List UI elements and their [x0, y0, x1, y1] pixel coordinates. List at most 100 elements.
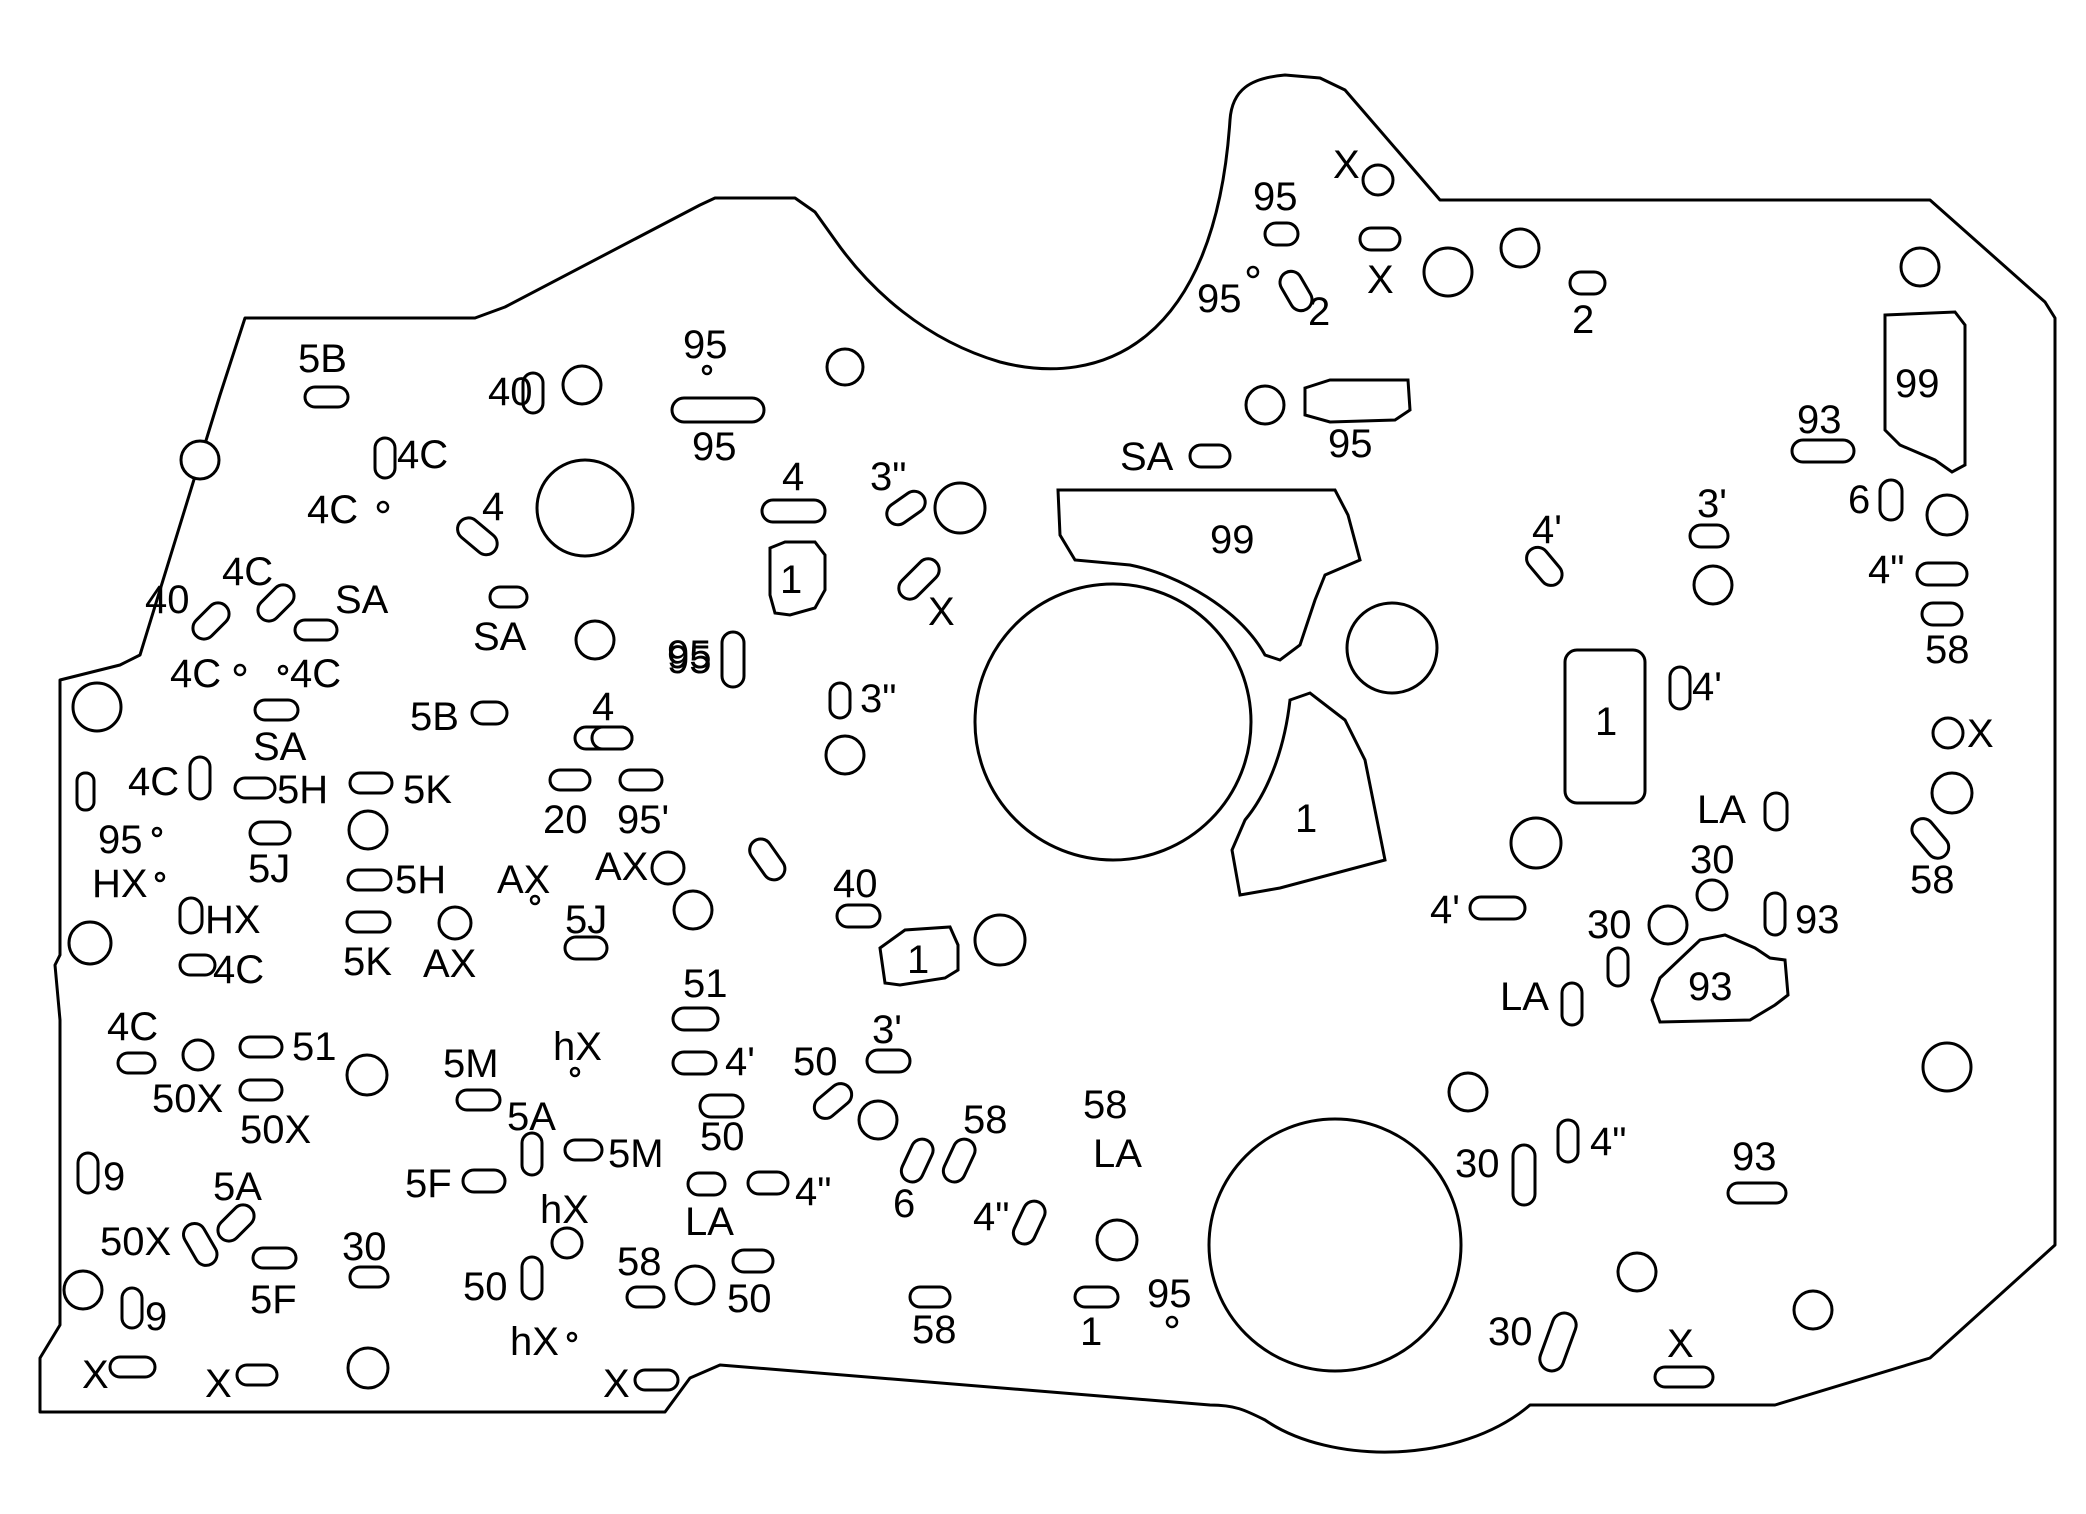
port-label: 5K — [403, 768, 452, 812]
slot — [1763, 791, 1789, 832]
hole — [179, 439, 221, 481]
slot — [618, 768, 664, 792]
port-label: 4C — [397, 433, 448, 477]
slot — [1011, 1199, 1047, 1246]
slot — [238, 1078, 284, 1102]
slot — [248, 820, 292, 846]
slot — [1278, 269, 1314, 313]
port-label: AX — [497, 858, 550, 902]
port-label: 3" — [870, 455, 906, 499]
hole — [347, 809, 389, 851]
slot — [1556, 1118, 1580, 1164]
port-label: 4C — [213, 948, 264, 992]
port-label: 1 — [1295, 797, 1317, 841]
hole — [345, 1053, 389, 1097]
slot — [1560, 981, 1584, 1027]
port-label: 93 — [1732, 1135, 1777, 1179]
slot — [720, 630, 746, 689]
port-label: 4C — [222, 550, 273, 594]
port-label: 5M — [443, 1042, 499, 1086]
port-label: 4 — [782, 455, 804, 499]
port-label: 30 — [1690, 838, 1735, 882]
slot — [373, 436, 397, 480]
slot — [1606, 946, 1630, 988]
port-label: 95 — [1328, 422, 1373, 466]
slot — [1468, 895, 1527, 921]
slot — [835, 903, 882, 929]
port-label: 95 — [683, 323, 728, 367]
port-label: 50 — [727, 1277, 772, 1321]
port-label: 4' — [1430, 888, 1460, 932]
horizontal-slots — [108, 221, 1969, 1392]
port-label: 40 — [488, 370, 533, 414]
port-label: AX — [423, 942, 476, 986]
hole — [1447, 1071, 1489, 1113]
bore-center-right — [1345, 601, 1439, 695]
port-label: 50X — [240, 1108, 311, 1152]
port-label: 50X — [152, 1077, 223, 1121]
slot — [345, 910, 392, 934]
slot — [253, 698, 300, 722]
slot — [1668, 665, 1692, 711]
hole — [437, 905, 473, 941]
slot — [251, 1246, 298, 1270]
hole — [650, 850, 686, 886]
slot — [812, 1082, 854, 1120]
slot — [865, 1048, 912, 1074]
slot — [731, 1248, 775, 1274]
slot — [671, 1006, 720, 1032]
slot — [1920, 601, 1964, 627]
port-label: 3' — [872, 1008, 902, 1052]
port-label: 4' — [1532, 508, 1562, 552]
port-label: 5J — [248, 847, 290, 891]
hole — [1509, 816, 1563, 870]
slot — [238, 1035, 284, 1059]
hole — [1899, 246, 1941, 288]
port-label: X — [205, 1362, 232, 1406]
hole — [1647, 904, 1689, 946]
port-label: hX — [553, 1025, 602, 1069]
slot — [1915, 561, 1969, 587]
slot — [293, 618, 339, 642]
slot — [686, 1171, 727, 1197]
cutout-99-right — [1883, 310, 1967, 474]
slot — [235, 1363, 279, 1387]
port-label: 99 — [1895, 362, 1940, 406]
port-label: 1 — [1595, 700, 1617, 744]
port-label: X — [928, 590, 955, 634]
slot — [178, 896, 204, 935]
port-label: 95 — [98, 818, 143, 862]
port-label: 93 — [1795, 898, 1840, 942]
vertical-slots — [75, 371, 1904, 1330]
port-label: 4C — [170, 652, 221, 696]
port-label: 2 — [1572, 298, 1594, 342]
slot — [178, 953, 217, 977]
slot — [760, 498, 827, 524]
port-label: X — [82, 1353, 109, 1397]
slot — [75, 771, 96, 812]
slot — [470, 700, 509, 726]
hole — [1499, 227, 1541, 269]
slot — [456, 516, 499, 557]
dot — [566, 1331, 578, 1343]
port-label: LA — [1093, 1132, 1142, 1176]
slot — [348, 771, 394, 795]
hole — [1925, 493, 1969, 537]
slot — [116, 1051, 157, 1075]
slot — [256, 583, 296, 623]
port-label: 1 — [780, 558, 802, 602]
round-holes — [62, 163, 1974, 1390]
slot — [1188, 443, 1232, 469]
port-label: X — [1367, 258, 1394, 302]
port-label: LA — [1697, 788, 1746, 832]
port-label: 50 — [463, 1265, 508, 1309]
hole — [973, 913, 1027, 967]
port-label: 5F — [405, 1162, 452, 1206]
port-label: 30 — [1455, 1142, 1500, 1186]
port-label: 1 — [907, 938, 929, 982]
dot — [376, 500, 390, 514]
cutout-1-lower — [878, 925, 960, 987]
slot — [1790, 438, 1856, 464]
port-label: 9 — [145, 1295, 167, 1339]
dot — [233, 663, 247, 677]
